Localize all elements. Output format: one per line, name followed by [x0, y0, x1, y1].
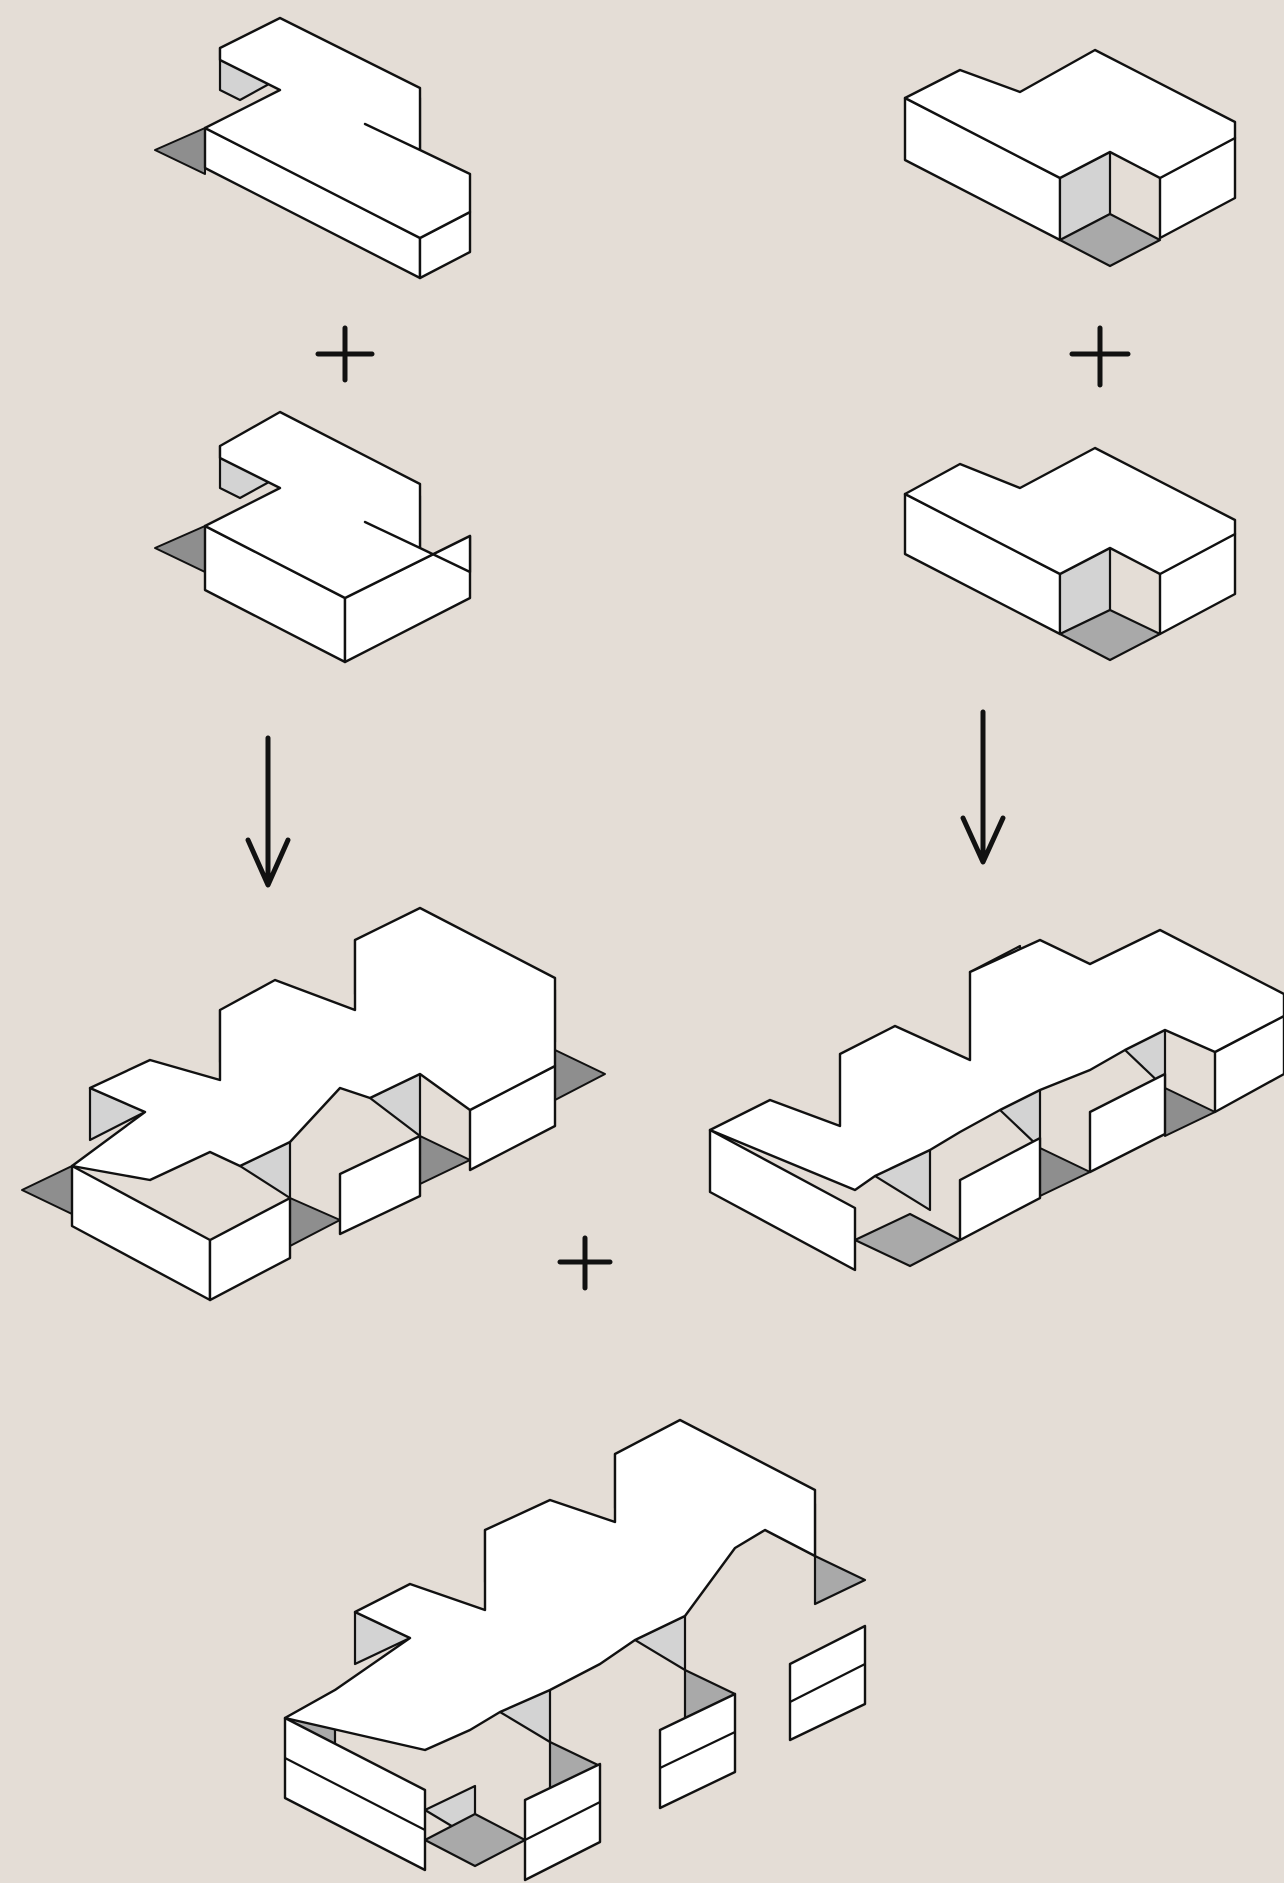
piece-final — [285, 1420, 865, 1880]
piece-left-top — [155, 18, 470, 278]
piece-right-combined — [710, 930, 1284, 1270]
piece-right-top — [905, 50, 1235, 266]
plus-middle — [560, 1238, 610, 1288]
arrow-right — [963, 712, 1003, 862]
arrow-left — [248, 738, 288, 885]
piece-right-bottom — [905, 448, 1235, 660]
plus-right — [1072, 328, 1128, 385]
piece-left-combined — [22, 908, 605, 1300]
piece-left-bottom — [155, 412, 470, 662]
plus-left — [318, 328, 372, 380]
